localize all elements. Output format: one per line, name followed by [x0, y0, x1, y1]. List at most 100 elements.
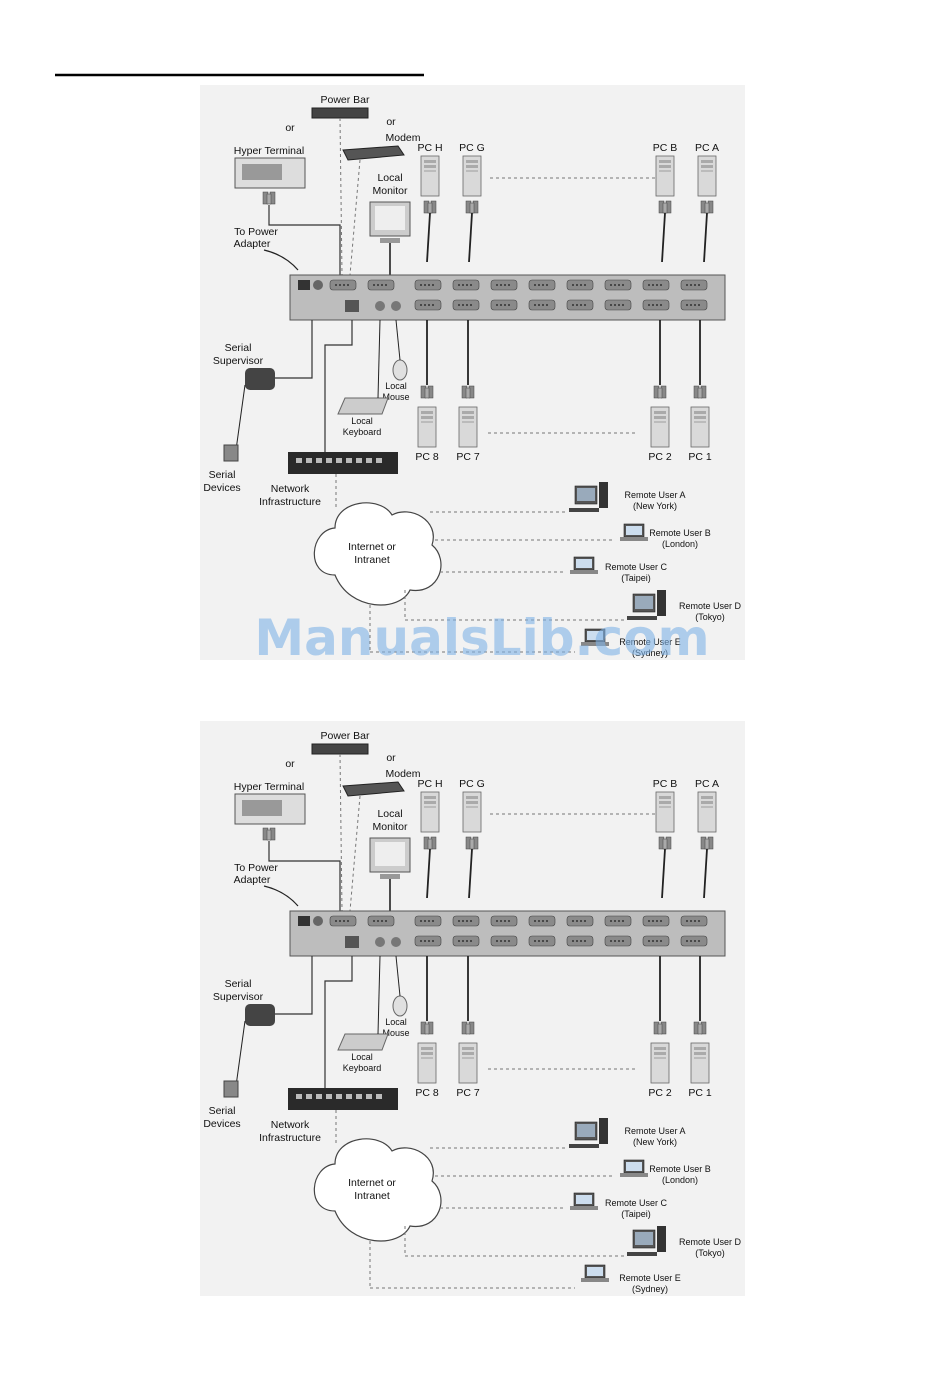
network-link	[339, 753, 343, 912]
kvm-cable-connector	[465, 200, 479, 214]
local-keyboard-device	[337, 397, 389, 415]
modem-label: Modem	[385, 132, 420, 144]
cable-line	[377, 955, 381, 1035]
hyper-terminal-label: Hyper Terminal	[234, 781, 304, 793]
cable-line	[426, 212, 431, 263]
hyper-terminal-panel	[242, 800, 282, 816]
vga-port-bottom	[680, 299, 708, 311]
serial-supervisor-label: Serial	[225, 342, 252, 354]
network-label: Network	[271, 1119, 310, 1131]
laptop-icon	[580, 1264, 610, 1283]
serial-supervisor-label: Serial	[225, 978, 252, 990]
adapter-label: Adapter	[234, 874, 271, 886]
arrow-icon	[263, 885, 299, 907]
network-switch-port	[376, 1094, 382, 1099]
pc-tower-icon	[458, 406, 478, 448]
kvm-cable-connector	[465, 836, 479, 850]
serial-devices-label: Serial	[209, 1105, 236, 1117]
local-monitor-label: Monitor	[372, 821, 408, 833]
console-port	[329, 279, 357, 291]
network-switch-port	[306, 458, 312, 463]
or-label: or	[285, 122, 295, 134]
vga-port-top	[490, 915, 518, 927]
adapter-label: Adapter	[234, 238, 271, 250]
kvm-cable-connector	[693, 385, 707, 399]
pc-tower-icon	[697, 155, 717, 197]
network-label: Infrastructure	[259, 1132, 321, 1144]
network-switch-port	[296, 458, 302, 463]
lan-port	[345, 300, 359, 312]
power-bar-label: Power Bar	[320, 94, 370, 106]
pc-tower-icon	[690, 406, 710, 448]
cable-line	[703, 848, 708, 899]
remote-user-label: Remote User A	[624, 490, 685, 500]
pc-tower-icon	[420, 791, 440, 833]
network-switch-port	[306, 1094, 312, 1099]
cable-line	[468, 212, 473, 263]
local-keyboard-device	[337, 1033, 389, 1051]
monitor-screen	[375, 206, 405, 230]
vga-port-top	[452, 279, 480, 291]
monitor-screen	[375, 842, 405, 866]
local-mouse-label: Local	[385, 1017, 407, 1027]
pc-label-pc-b: PC B	[653, 778, 678, 790]
kvm-cable-connector	[420, 385, 434, 399]
remote-user-city-label: (Sydney)	[632, 648, 668, 658]
local-keyboard-label: Local	[351, 416, 373, 426]
vga-port-top	[414, 915, 442, 927]
kvm-cable-connector	[423, 200, 437, 214]
network-link	[339, 117, 343, 276]
monitor-port	[367, 279, 395, 291]
vga-port-bottom	[566, 935, 594, 947]
network-label: Infrastructure	[259, 496, 321, 508]
watermark-text: ManualsLib.com	[254, 609, 709, 667]
vga-port-bottom	[414, 935, 442, 947]
pc-tower-icon	[650, 406, 670, 448]
vga-port-bottom	[604, 299, 632, 311]
serial-connector	[262, 827, 276, 841]
network-link	[349, 159, 361, 276]
local-keyboard-label: Local	[351, 1052, 373, 1062]
kvm-cable-connector	[420, 1021, 434, 1035]
cable-line	[661, 212, 666, 263]
vga-port-top	[680, 915, 708, 927]
power-jack	[298, 280, 310, 290]
kvm-cable-connector	[461, 1021, 475, 1035]
vga-port-top	[604, 915, 632, 927]
vga-port-top	[680, 279, 708, 291]
to-power-label: To Power	[234, 862, 278, 874]
network-switch-port	[336, 1094, 342, 1099]
internet-label: Internet or	[348, 1177, 396, 1189]
cable-line	[324, 320, 353, 452]
cable-line	[661, 848, 666, 899]
lan-port	[345, 936, 359, 948]
remote-user-label: Remote User D	[679, 1237, 742, 1247]
cable-line	[268, 841, 341, 911]
local-mouse-label: Local	[385, 381, 407, 391]
remote-user-city-label: (Tokyo)	[695, 1248, 725, 1258]
pc-label-pc-b: PC B	[653, 142, 678, 154]
or-label: or	[285, 758, 295, 770]
vga-port-top	[528, 279, 556, 291]
modem-device	[342, 145, 405, 161]
pc-label-pc-2: PC 2	[648, 451, 672, 463]
vga-port-top	[604, 279, 632, 291]
cable-line	[377, 319, 381, 399]
vga-port-bottom	[452, 935, 480, 947]
pc-label-pc-h: PC H	[417, 778, 442, 790]
power-bar-label: Power Bar	[320, 730, 370, 742]
vga-port-top	[490, 279, 518, 291]
pc-label-pc-a: PC A	[695, 778, 719, 790]
pc-label-pc-8: PC 8	[415, 1087, 439, 1099]
ps2-port	[313, 916, 323, 926]
vga-port-bottom	[490, 299, 518, 311]
laptop-icon	[619, 523, 649, 542]
serial-supervisor-label: Supervisor	[213, 991, 264, 1003]
pc-tower-icon	[462, 155, 482, 197]
remote-user-city-label: (Sydney)	[632, 1284, 668, 1294]
pc-tower-icon	[690, 1042, 710, 1084]
network-switch-port	[326, 458, 332, 463]
monitor-stand	[380, 238, 400, 243]
pc-tower-icon	[650, 1042, 670, 1084]
